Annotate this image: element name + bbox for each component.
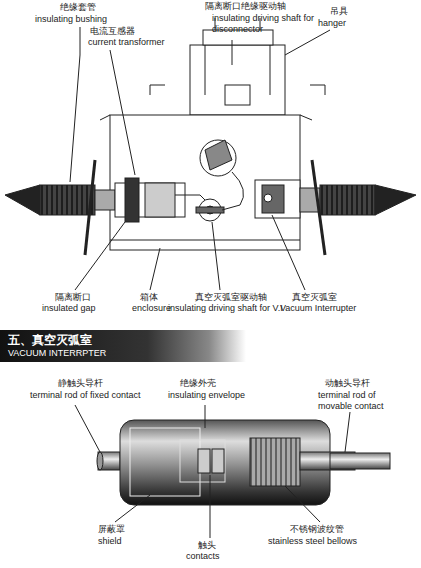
section-heading: 五、真空灭弧室 <box>8 333 238 348</box>
chinese-label: 绝缘外壳 <box>180 378 216 389</box>
chinese-label: 真空灭弧室驱动轴 <box>195 292 267 303</box>
chinese-label: 真空灭弧室 <box>292 292 337 303</box>
english-label: shield <box>98 536 122 547</box>
section-band: 五、真空灭弧室VACUUM INTERRPTER <box>0 330 246 362</box>
english-label: stainless steel bellows <box>268 536 357 547</box>
chinese-label: 不锈钢波纹管 <box>290 524 344 535</box>
english-label: insulating driving shaft for V.I <box>168 303 283 314</box>
english-label: insulated gap <box>42 303 96 314</box>
chinese-label: 电流互感器 <box>90 26 135 37</box>
chinese-label: 动触头导杆 <box>325 378 370 389</box>
english-label: hanger <box>318 18 346 29</box>
section-subheading: VACUUM INTERRPTER <box>8 348 238 359</box>
chinese-label: 隔离断口 <box>55 292 91 303</box>
english-label: Vacuum Interrupter <box>280 303 356 314</box>
chinese-label: 触头 <box>198 540 216 551</box>
chinese-label: 隔离断口绝缘驱动轴 <box>205 1 286 12</box>
english-label: insulating driving shaft for disconnecto… <box>212 13 322 35</box>
chinese-label: 屏蔽罩 <box>98 524 125 535</box>
english-label: terminal rod of fixed contact <box>30 390 141 401</box>
english-label: terminal rod of movable contact <box>318 390 398 412</box>
english-label: contacts <box>186 551 220 562</box>
chinese-label: 绝缘套管 <box>60 2 96 13</box>
english-label: enclosure <box>132 303 171 314</box>
english-label: insulating bushing <box>35 14 107 25</box>
chinese-label: 箱体 <box>140 292 158 303</box>
chinese-label: 吊具 <box>330 6 348 17</box>
english-label: insulating envelope <box>168 390 245 401</box>
chinese-label: 静触头导杆 <box>58 378 103 389</box>
english-label: current transformer <box>88 37 165 48</box>
